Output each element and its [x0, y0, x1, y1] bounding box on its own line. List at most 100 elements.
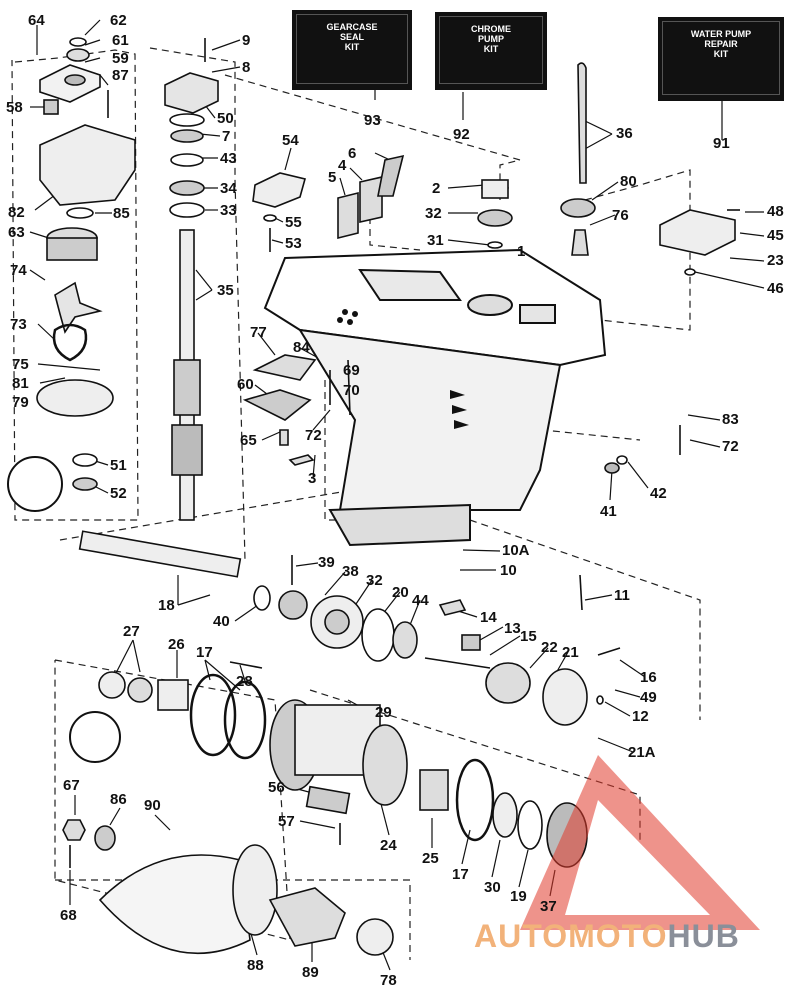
part-label: 17	[452, 866, 469, 883]
part-label: 7	[222, 128, 231, 145]
part-label: 33	[220, 202, 237, 219]
part-label: 5	[328, 169, 337, 186]
part-label: 40	[213, 613, 230, 630]
part-label: 19	[510, 888, 527, 905]
part-label: 74	[10, 262, 27, 279]
part-label: 59	[112, 50, 129, 67]
part-label: 91	[713, 135, 730, 152]
part-label: 61	[112, 32, 129, 49]
part-label: 25	[422, 850, 439, 867]
lower-unit-parts	[62, 530, 621, 956]
part-label: 62	[110, 12, 127, 29]
part-label: 8	[242, 59, 251, 76]
part-label: 2	[432, 180, 441, 197]
part-label: 45	[767, 227, 784, 244]
part-label: 76	[612, 207, 629, 224]
part-label: 92	[453, 126, 470, 143]
part-label: 69	[343, 362, 360, 379]
part-label: 48	[767, 203, 784, 220]
part-label: 39	[318, 554, 335, 571]
watermark-text-primary: AUTOMOTO	[474, 918, 668, 954]
part-label: 93	[364, 112, 381, 129]
part-label: 77	[250, 324, 267, 341]
part-label: 49	[640, 689, 657, 706]
part-label: 31	[427, 232, 444, 249]
part-label: 34	[220, 180, 237, 197]
part-label: 75	[12, 356, 29, 373]
part-label: 90	[144, 797, 161, 814]
part-label: 1	[517, 243, 526, 260]
watermark-logo: AUTOMOTOHUB	[474, 918, 740, 955]
driveshaft-group-outline	[149, 47, 246, 561]
part-label: 70	[343, 382, 360, 399]
part-label: 53	[285, 235, 302, 252]
prop-group-outline	[55, 879, 411, 960]
water-pump-parts	[7, 37, 136, 512]
part-label: 10A	[502, 542, 530, 559]
part-label: 52	[110, 485, 127, 502]
part-label: 78	[380, 972, 397, 989]
part-label: 67	[63, 777, 80, 794]
part-label: 81	[12, 375, 29, 392]
part-label: 15	[520, 628, 537, 645]
part-label: 42	[650, 485, 667, 502]
shift-rod-outline	[584, 169, 691, 331]
part-label: 64	[28, 12, 45, 29]
part-label: 44	[412, 592, 429, 609]
part-label: 58	[6, 99, 23, 116]
driveshaft-parts	[164, 38, 219, 521]
part-label: 56	[268, 779, 285, 796]
part-label: 85	[113, 205, 130, 222]
part-label: 79	[12, 394, 29, 411]
part-label: 51	[110, 457, 127, 474]
part-label: 87	[112, 67, 129, 84]
part-label: 16	[640, 669, 657, 686]
part-label: 13	[504, 620, 521, 637]
part-label: 12	[632, 708, 649, 725]
gearcase-seal-kit-box: GEARCASE SEAL KIT	[292, 10, 412, 90]
watermark-triangle	[520, 755, 760, 930]
watermark-text-secondary: HUB	[667, 918, 740, 954]
part-label: 80	[620, 173, 637, 190]
part-label: 23	[767, 252, 784, 269]
part-label: 89	[302, 964, 319, 981]
part-label: 11	[614, 587, 630, 604]
part-label: 41	[600, 503, 617, 520]
part-label: 27	[123, 623, 140, 640]
part-label: 65	[240, 432, 257, 449]
upper-group-outline	[224, 74, 523, 200]
part-label: 9	[242, 32, 251, 49]
part-label: 37	[540, 898, 557, 915]
part-label: 72	[722, 438, 739, 455]
bearing-group-outline	[54, 659, 291, 941]
part-label: 72	[305, 427, 322, 444]
part-label: 32	[366, 572, 383, 589]
part-label: 38	[342, 563, 359, 580]
part-label: 88	[247, 957, 264, 974]
part-label: 43	[220, 150, 237, 167]
part-label: 4	[338, 157, 347, 174]
part-label: 60	[237, 376, 254, 393]
part-label: 86	[110, 791, 127, 808]
part-label: 28	[236, 673, 253, 690]
part-label: 10	[500, 562, 517, 579]
gearcase-housing	[263, 248, 607, 547]
part-label: 14	[480, 609, 497, 626]
water-pump-repair-kit-label: WATER PUMP REPAIR KIT	[690, 29, 752, 59]
part-label: 83	[722, 411, 739, 428]
part-label: 17	[196, 644, 213, 661]
part-label: 35	[217, 282, 234, 299]
right-shift-outline	[469, 519, 701, 720]
part-label: 29	[375, 704, 392, 721]
part-label: 6	[348, 145, 357, 162]
part-label: 20	[392, 584, 409, 601]
mid-parts	[242, 62, 740, 474]
part-label: 57	[278, 813, 295, 830]
part-label: 18	[158, 597, 175, 614]
gearcase-seal-kit-label: GEARCASE SEAL KIT	[326, 22, 378, 52]
part-label: 54	[282, 132, 299, 149]
part-label: 26	[168, 636, 185, 653]
part-label: 21	[562, 644, 579, 661]
